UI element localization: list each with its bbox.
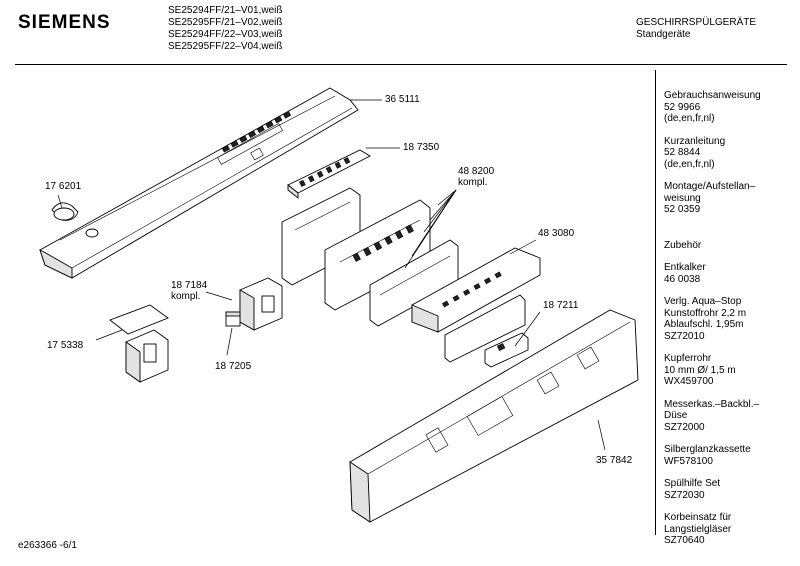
sidebar-item-accessories-heading: Zubehör	[664, 239, 702, 251]
switch-assembly	[239, 277, 283, 331]
base-housing	[349, 309, 639, 523]
model-list: SE25294FF/21–V01,weiß SE25295FF/21–V02,w…	[168, 5, 283, 53]
model-line: SE25294FF/21–V01,weiß	[168, 5, 283, 16]
sidebar-item-descaler: Entkalker 46 0038	[664, 262, 706, 285]
part-label-176201: 17 6201	[45, 181, 82, 192]
sidebar-item-glass-insert: Korbeinsatz für Langstielgläser SZ70640	[664, 512, 732, 546]
model-line: SE25294FF/22–V03,weiß	[168, 29, 283, 40]
category-subtitle: Standgeräte	[636, 29, 691, 40]
sidebar-item-rinse-aid-set: Spülhilfe Set SZ72030	[664, 478, 721, 501]
part-label-488200: 48 8200 kompl.	[458, 166, 495, 188]
bracket-strip	[287, 149, 371, 199]
leader-lines	[57, 99, 606, 451]
sidebar-item-copper-pipe: Kupferrohr 10 mm Ø/ 1,5 m WX459700	[664, 353, 736, 387]
part-label-187205: 18 7205	[215, 361, 252, 372]
accessory-sidebar: Gebrauchsanweisung 52 9966 (de,en,fr,nl)…	[664, 90, 796, 558]
control-panel-fascia	[39, 87, 359, 279]
part-label-483080: 48 3080	[538, 228, 575, 239]
drawing-code: e263366 -6/1	[18, 540, 77, 551]
model-line: SE25295FF/22–V04,weiß	[168, 41, 283, 52]
part-label-187211: 18 7211	[543, 300, 579, 311]
sidebar-item-aqua-stop: Verlg. Aqua–Stop Kunstoffrohr 2,2 m Abla…	[664, 296, 747, 342]
part-label-175338: 17 5338	[47, 340, 84, 351]
part-label-187184: 18 7184 kompl.	[171, 280, 208, 302]
category-title: GESCHIRRSPÜLGERÄTE	[636, 17, 757, 28]
model-line: SE25295FF/21–V02,weiß	[168, 17, 283, 28]
knob-part	[51, 202, 79, 221]
sidebar-item-manual: Gebrauchsanweisung 52 9966 (de,en,fr,nl)	[664, 90, 761, 124]
part-label-357842: 35 7842	[596, 455, 633, 466]
part-label-187350: 18 7350	[403, 142, 440, 153]
small-switch	[225, 311, 241, 327]
sidebar-divider	[655, 70, 656, 535]
brand-logo: SIEMENS	[18, 12, 111, 33]
part-label-365111: 36 5111	[385, 94, 420, 105]
header-divider	[15, 64, 787, 65]
sidebar-item-nozzle: Messerkas.–Backbl.– Düse SZ72000	[664, 398, 760, 433]
board-carrier	[411, 247, 541, 363]
sidebar-item-silver-cassette: Silberglanzkassette WF578100	[664, 444, 751, 467]
appliance-category: GESCHIRRSPÜLGERÄTE Standgeräte	[636, 17, 756, 41]
electronics-module	[281, 187, 459, 327]
sidebar-item-quick-guide: Kurzanleitung 52 8844 (de,en,fr,nl)	[664, 135, 726, 170]
sidebar-item-installation: Montage/Aufstellan– weisung 52 0359	[664, 181, 756, 215]
door-switch	[109, 304, 169, 383]
small-board	[484, 332, 529, 368]
